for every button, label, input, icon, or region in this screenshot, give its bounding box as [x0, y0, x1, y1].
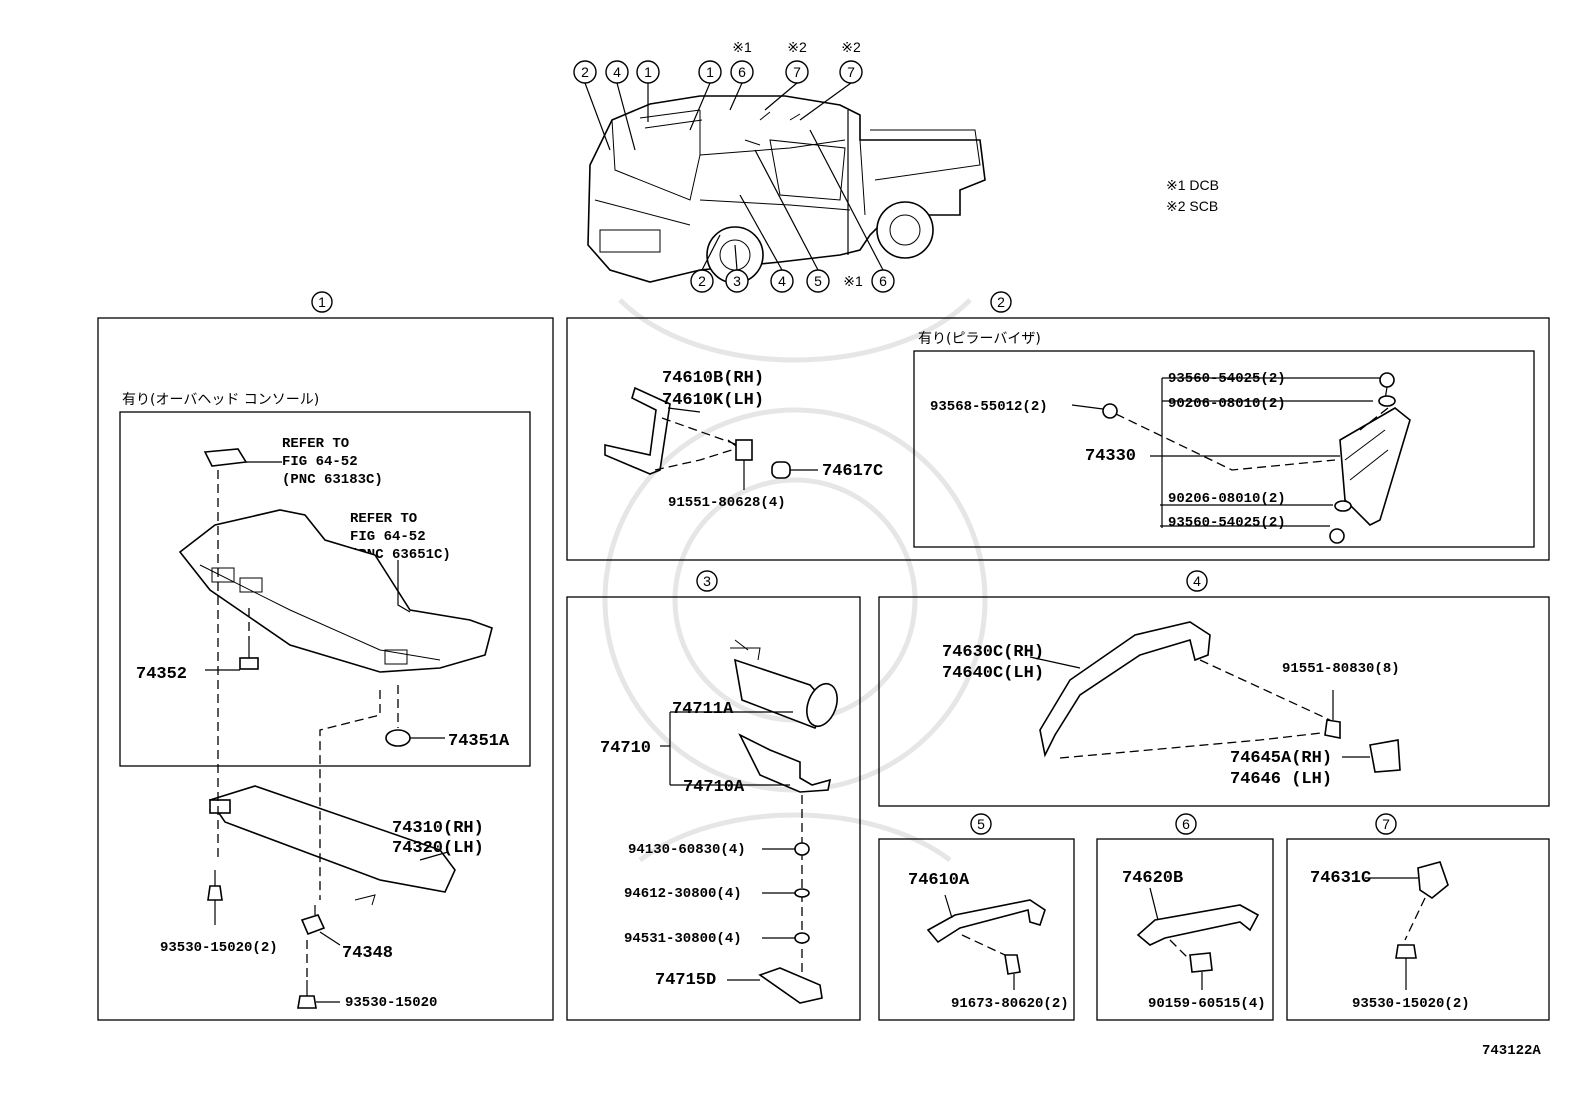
mark-1-upper: ※1 — [732, 39, 752, 55]
s3-part-94130-60830: 94130-60830(4) — [628, 842, 746, 858]
callout-1-top-a: 1 — [644, 64, 652, 80]
s1-part-93530-15020: 93530-15020 — [345, 995, 437, 1011]
s3-part-74715d: 74715D — [655, 971, 716, 990]
section-5-label: 5 — [977, 816, 985, 832]
callout-5-bottom: 5 — [814, 273, 822, 289]
truck-overview — [584, 82, 986, 284]
s2-part-74610b-rh: 74610B(RH) — [662, 369, 764, 388]
s2-part-91551-80628: 91551-80628(4) — [668, 495, 786, 511]
s7-part-93530-15020: 93530-15020(2) — [1352, 996, 1470, 1012]
s1-part-93530-15020-2: 93530-15020(2) — [160, 940, 278, 956]
s6-part-90159-60515: 90159-60515(4) — [1148, 996, 1266, 1012]
s2-part-93560-54025-top: 93560-54025(2) — [1168, 371, 1286, 387]
s2-part-93568-55012: 93568-55012(2) — [930, 399, 1048, 415]
s4-part-74646-lh: 74646 (LH) — [1230, 770, 1332, 789]
s4-part-74645a-rh: 74645A(RH) — [1230, 749, 1332, 768]
s2-part-74330: 74330 — [1085, 447, 1136, 466]
s5-part-91673-80620: 91673-80620(2) — [951, 996, 1069, 1012]
top-callouts: 2 4 1 1 6 7 7 ※1 ※2 ※2 2 3 4 5 ※1 6 — [573, 39, 895, 293]
s4-part-74640c-lh: 74640C(LH) — [942, 664, 1044, 683]
s1-part-74352: 74352 — [136, 665, 187, 684]
s2-part-90206-08010-top: 90206-08010(2) — [1168, 396, 1286, 412]
section-3-ashtray-holder: 74711A 74710 74710A 94130-60830(4) 94612… — [600, 639, 838, 1004]
section-6-grip: 74620B 90159-60515(4) — [1122, 869, 1266, 1012]
s4-part-74630c-rh: 74630C(RH) — [942, 643, 1044, 662]
s1-option-label: 有り(オーバヘッド コンソール) — [122, 392, 319, 408]
s4-part-91551-80830: 91551-80830(8) — [1282, 661, 1400, 677]
svg-text:(PNC 63183C): (PNC 63183C) — [282, 472, 383, 488]
s2-part-74610k-lh: 74610K(LH) — [662, 391, 764, 410]
mark-1-lower: ※1 — [843, 273, 863, 289]
mark-2-upper-a: ※2 — [787, 39, 807, 55]
callout-4-top: 4 — [613, 64, 621, 80]
callout-6-bottom: 6 — [879, 273, 887, 289]
svg-text:REFER TO: REFER TO — [282, 436, 349, 452]
section-2-label: 2 — [997, 294, 1005, 310]
mark-2-upper-b: ※2 — [841, 39, 861, 55]
section-6-label: 6 — [1182, 816, 1190, 832]
s2-option-label: 有り(ピラーバイザ) — [918, 331, 1041, 347]
section-number-circles: 1 2 3 4 5 6 7 — [311, 291, 1397, 835]
svg-text:REFER TO: REFER TO — [350, 511, 417, 527]
callout-7-top-b: 7 — [847, 64, 855, 80]
callout-3-bottom: 3 — [733, 273, 741, 289]
section-3-label: 3 — [703, 573, 711, 589]
s1-part-74310-rh: 74310(RH) — [392, 819, 484, 838]
s1-part-74348: 74348 — [342, 944, 393, 963]
svg-text:FIG 64-52: FIG 64-52 — [350, 529, 426, 545]
s3-part-74711a: 74711A — [672, 700, 734, 719]
s6-part-74620b: 74620B — [1122, 869, 1183, 888]
section-5-grip: 74610A 91673-80620(2) — [908, 871, 1069, 1012]
callout-1-top-b: 1 — [706, 64, 714, 80]
section-2-grip-and-pillar-visor: 74610B(RH) 74610K(LH) 74617C 91551-80628… — [604, 331, 1411, 544]
s2-part-93560-54025-bottom: 93560-54025(2) — [1168, 515, 1286, 531]
section-7-label: 7 — [1382, 816, 1390, 832]
callout-4-bottom: 4 — [778, 273, 786, 289]
s3-part-94531-30800: 94531-30800(4) — [624, 931, 742, 947]
section-4-assist-grip: 74630C(RH) 74640C(LH) 91551-80830(8) 746… — [942, 621, 1401, 789]
s7-part-74631c: 74631C — [1310, 869, 1371, 888]
s1-ref1: REFER TO FIG 64-52 (PNC 63183C) — [282, 436, 383, 488]
s2-part-74617c: 74617C — [822, 462, 883, 481]
callout-7-top-a: 7 — [793, 64, 801, 80]
s3-part-74710: 74710 — [600, 739, 651, 758]
callout-6-top: 6 — [738, 64, 746, 80]
section-4-label: 4 — [1193, 573, 1201, 589]
s3-part-74710a: 74710A — [683, 778, 745, 797]
s1-part-74351A: 74351A — [448, 732, 510, 751]
s5-part-74610a: 74610A — [908, 871, 970, 890]
s1-part-74320-lh: 74320(LH) — [392, 839, 484, 858]
s3-part-94612-30800: 94612-30800(4) — [624, 886, 742, 902]
s2-part-90206-08010-bottom: 90206-08010(2) — [1168, 491, 1286, 507]
callout-2-top: 2 — [581, 64, 589, 80]
diagram-id: 743122A — [1482, 1043, 1541, 1059]
callout-2-bottom: 2 — [698, 273, 706, 289]
section-7-hook: 74631C 93530-15020(2) — [1310, 861, 1470, 1012]
note-dcb: ※1 DCB — [1166, 177, 1219, 193]
section-1-label: 1 — [318, 294, 326, 310]
section-frames — [97, 317, 1550, 1021]
svg-text:FIG 64-52: FIG 64-52 — [282, 454, 358, 470]
section-1-sun-visor: 有り(オーバヘッド コンソール) REFER TO FIG 64-52 (PNC… — [122, 392, 510, 1011]
note-scb: ※2 SCB — [1166, 198, 1218, 214]
